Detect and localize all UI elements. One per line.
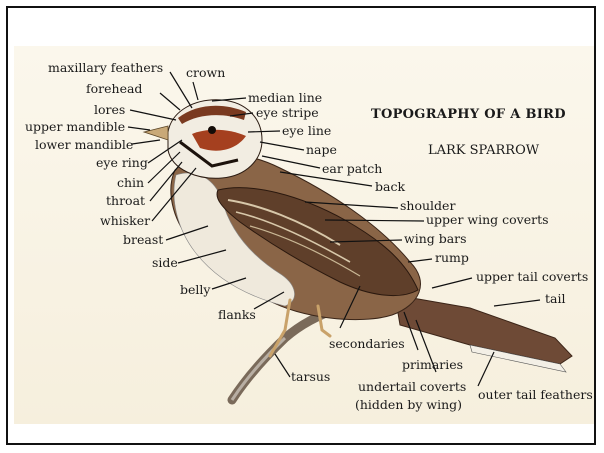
label-outer-tail-feathers: outer tail feathers [478,388,593,402]
label-median-line: median line [248,91,322,105]
label-upper-mandible: upper mandible [25,120,125,134]
label-tail: tail [545,292,565,306]
label-eye-line: eye line [282,124,331,138]
label-whisker: whisker [100,214,150,228]
label-crown: crown [186,66,225,80]
label-rump: rump [435,251,469,265]
label-upper-wing-coverts: upper wing coverts [426,213,549,227]
label-chin: chin [117,176,144,190]
label-lower-mandible: lower mandible [35,138,133,152]
label-maxillary-feathers: maxillary feathers [48,61,163,75]
label-belly: belly [180,283,210,297]
label-breast: breast [123,233,163,247]
label-shoulder: shoulder [400,199,455,213]
label-upper-tail-coverts: upper tail coverts [476,270,588,284]
label-throat: throat [106,194,145,208]
label-wing-bars: wing bars [404,232,467,246]
label-eye-ring: eye ring [96,156,148,170]
label-back: back [375,180,405,194]
label-undertail-coverts: undertail coverts [358,380,466,394]
label-hidden-by-wing: (hidden by wing) [355,398,462,412]
label-lores: lores [94,103,125,117]
label-forehead: forehead [86,82,142,96]
label-nape: nape [306,143,337,157]
label-secondaries: secondaries [329,337,405,351]
label-eye-stripe: eye stripe [256,106,319,120]
diagram-title: TOPOGRAPHY OF A BIRD [371,107,566,122]
species-name: LARK SPARROW [428,143,539,158]
label-side: side [152,256,178,270]
bird-beak [144,126,168,140]
label-tarsus: tarsus [291,370,330,384]
label-primaries: primaries [402,358,463,372]
label-ear-patch: ear patch [322,162,382,176]
label-flanks: flanks [218,308,256,322]
